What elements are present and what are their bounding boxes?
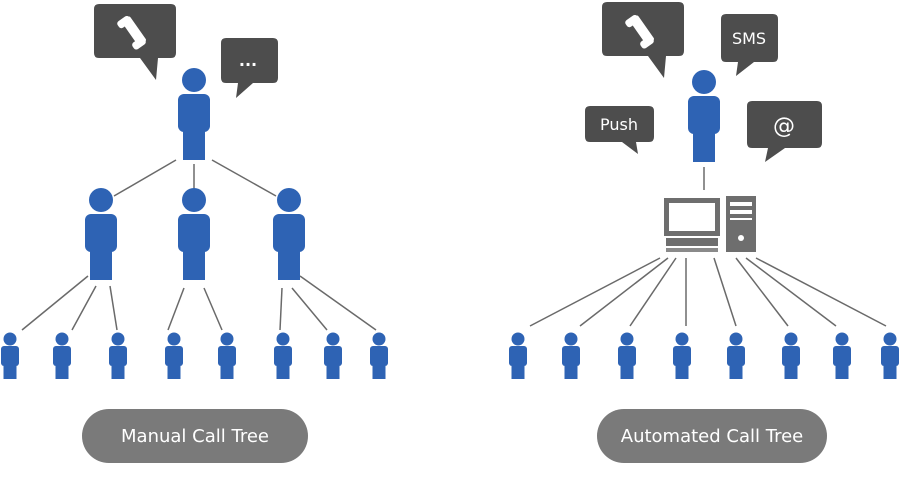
manual-mid-person [178, 188, 210, 280]
manual-leaf-person [218, 332, 236, 379]
manual-leaf-person [324, 332, 342, 379]
manual-leaf-person [274, 332, 292, 379]
automated-leaf-person [833, 332, 851, 379]
manual-leaf-person [1, 332, 19, 379]
automated-leaf-person [673, 332, 691, 379]
automated-leaf-person [881, 332, 899, 379]
manual-call-tree: ... [1, 4, 388, 379]
sms-bubble: SMS [721, 14, 778, 76]
automated-top-person [688, 70, 720, 162]
automated-leaf-person [727, 332, 745, 379]
sms-label: SMS [732, 29, 766, 48]
email-bubble: @ [747, 101, 822, 162]
automated-phone-bubble [602, 2, 684, 78]
automated-leaf-person [782, 332, 800, 379]
phone-icon [117, 15, 146, 50]
chat-dots-text: ... [239, 51, 257, 70]
computer-hub [664, 196, 756, 252]
manual-people [1, 68, 388, 379]
manual-chat-bubble: ... [221, 38, 278, 98]
manual-mid-person [273, 188, 305, 280]
automated-call-tree-label: Automated Call Tree [597, 409, 827, 463]
email-at-symbol: @ [773, 114, 795, 139]
manual-phone-bubble [94, 4, 176, 80]
phone-icon [625, 14, 654, 49]
manual-leaf-person [53, 332, 71, 379]
automated-people [509, 332, 899, 379]
manual-leaf-person [370, 332, 388, 379]
push-bubble: Push [585, 106, 654, 154]
manual-mid-person [85, 188, 117, 280]
automated-leaf-person [509, 332, 527, 379]
manual-connector-lines [21, 159, 377, 331]
manual-leaf-person [109, 332, 127, 379]
automated-leaf-person [562, 332, 580, 379]
manual-call-tree-label: Manual Call Tree [82, 409, 308, 463]
push-label: Push [600, 115, 638, 134]
manual-leaf-person [165, 332, 183, 379]
manual-top-person [178, 68, 210, 160]
automated-call-tree: SMS Push @ [509, 2, 899, 379]
computer-tower-icon [726, 196, 756, 252]
automated-connector-lines [529, 167, 887, 327]
monitor-icon [664, 198, 720, 252]
automated-leaf-person [618, 332, 636, 379]
